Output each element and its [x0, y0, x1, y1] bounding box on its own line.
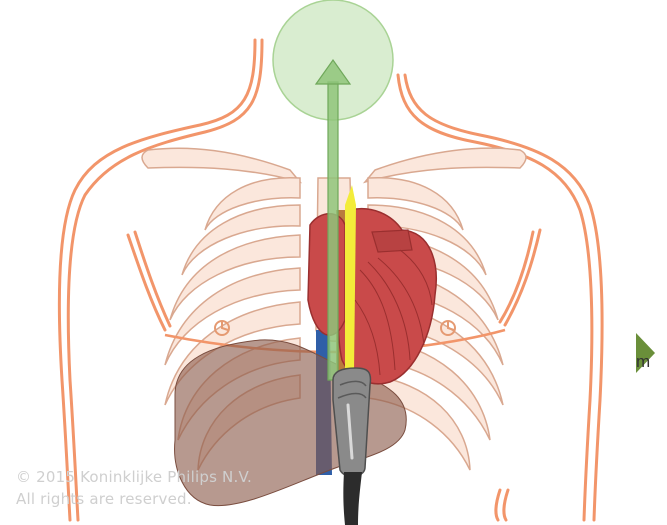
- tee-probe: [333, 368, 370, 525]
- next-arrow-label: m: [636, 352, 650, 372]
- copyright-line-2: All rights are reserved.: [16, 490, 192, 508]
- copyright-line-1: © 2015 Koninklijke Philips N.V.: [16, 468, 252, 486]
